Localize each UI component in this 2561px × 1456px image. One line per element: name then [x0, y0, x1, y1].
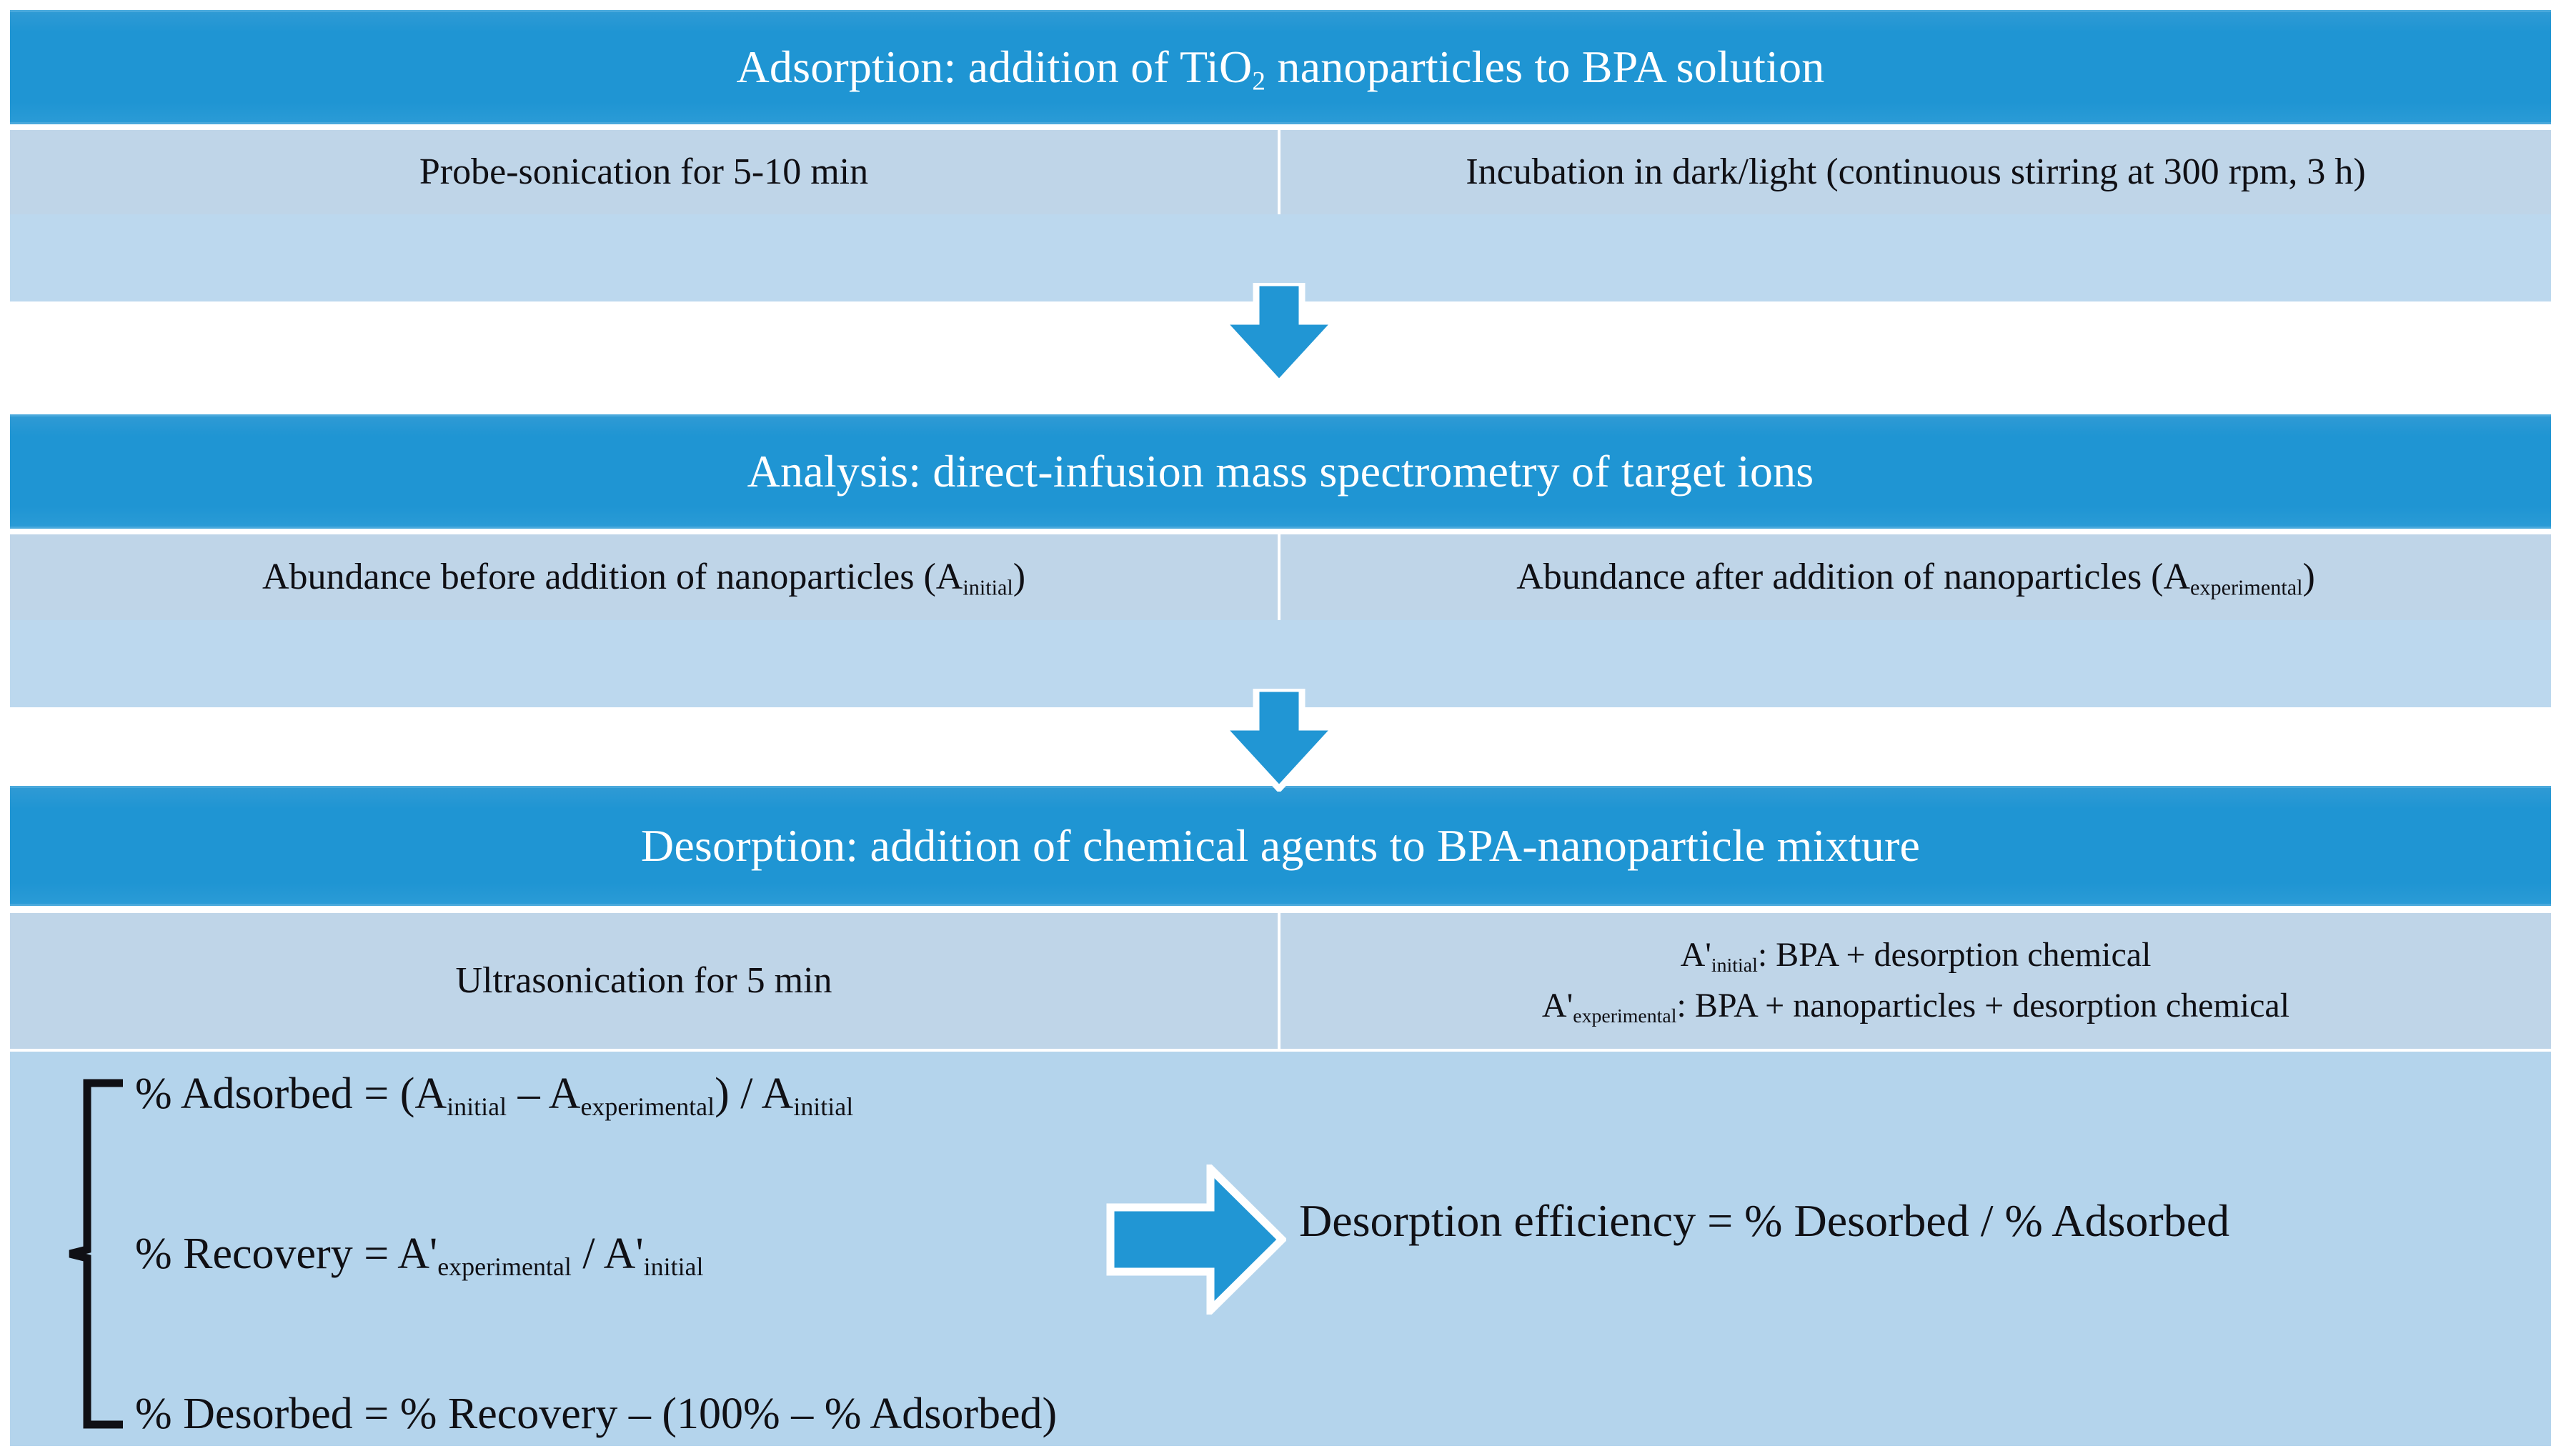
abundance-after-close: ): [2302, 557, 2315, 598]
section-header-analysis: Analysis: direct-infusion mass spectrome…: [10, 414, 2551, 529]
abundance-after-text: Abundance after addition of nanoparticle…: [1516, 557, 2191, 598]
cell-probe-sonication-label: Probe-sonication for 5-10 min: [419, 151, 869, 193]
arrow-down-icon-1: [1219, 283, 1339, 386]
cell-probe-sonication: Probe-sonication for 5-10 min: [10, 130, 1280, 214]
abundance-before-close: ): [1013, 557, 1026, 598]
desorption-def-line-2: A'experimental: BPA + nanoparticles + de…: [1542, 985, 2289, 1027]
cell-abundance-before-label: Abundance before addition of nanoparticl…: [262, 554, 1025, 599]
cell-ultrasonication: Ultrasonication for 5 min: [10, 913, 1280, 1049]
fa-seg-4: ) / A: [715, 1069, 794, 1118]
formula-percent-adsorbed: % Adsorbed = (Ainitial – Aexperimental) …: [135, 1069, 1057, 1120]
abundance-before-subscript: initial: [963, 575, 1013, 600]
cell-incubation-label: Incubation in dark/light (continuous sti…: [1466, 151, 2366, 193]
section-header-adsorption: Adsorption: addition of TiO2 nanoparticl…: [10, 10, 2551, 124]
formula-list: % Adsorbed = (Ainitial – Aexperimental) …: [135, 1072, 1057, 1436]
section-subrow-analysis: Abundance before addition of nanoparticl…: [10, 534, 2551, 620]
header-text-after: nanoparticles to BPA solution: [1265, 41, 1825, 92]
header-subscript: 2: [1252, 66, 1266, 96]
formula-percent-recovery: % Recovery = A'experimental / A'initial: [135, 1230, 1057, 1280]
section-header-desorption: Desorption: addition of chemical agents …: [10, 786, 2551, 906]
cell-abundance-after: Abundance after addition of nanoparticle…: [1280, 534, 2551, 620]
fa-seg-1-sub: initial: [447, 1092, 507, 1122]
conclusion-label: Desorption efficiency = % Desorbed / % A…: [1299, 1195, 2230, 1246]
abundance-after-subscript: experimental: [2190, 575, 2303, 600]
section-subrow-desorption: Ultrasonication for 5 min A'initial: BPA…: [10, 913, 2551, 1049]
a-prime-initial-desc: : BPA + desorption chemical: [1757, 936, 2152, 974]
left-curly-brace-icon: [66, 1079, 127, 1429]
section-header-desorption-text: Desorption: addition of chemical agents …: [640, 820, 1921, 871]
arrow-down-icon-2: [1219, 689, 1339, 792]
a-prime-initial-symbol: A': [1680, 936, 1711, 974]
fr-seg-1-sub: experimental: [437, 1252, 572, 1282]
fa-seg-5-sub: initial: [793, 1092, 854, 1122]
abundance-before-text: Abundance before addition of nanoparticl…: [262, 557, 963, 598]
formula-percent-desorbed: % Desorbed = % Recovery – (100% – % Adso…: [135, 1392, 1057, 1436]
a-prime-experimental-desc: : BPA + nanoparticles + desorption chemi…: [1676, 987, 2290, 1024]
a-prime-initial-subscript: initial: [1711, 954, 1758, 977]
fa-seg-0: % Adsorbed = (A: [135, 1069, 447, 1118]
header-text-before: Adsorption: addition of TiO: [736, 41, 1253, 92]
section-header-analysis-text: Analysis: direct-infusion mass spectrome…: [747, 446, 1814, 497]
section-subrow-adsorption: Probe-sonication for 5-10 min Incubation…: [10, 130, 2551, 214]
fa-seg-2: – A: [507, 1069, 581, 1118]
cell-desorption-definitions: A'initial: BPA + desorption chemical A'e…: [1280, 913, 2551, 1049]
fd-seg-0: % Desorbed = % Recovery – (100% – % Adso…: [135, 1390, 1058, 1438]
formula-panel: % Adsorbed = (Ainitial – Aexperimental) …: [10, 1052, 2551, 1446]
cell-abundance-after-label: Abundance after addition of nanoparticle…: [1516, 554, 2315, 599]
a-prime-experimental-subscript: experimental: [1573, 1004, 1677, 1027]
cell-ultrasonication-label: Ultrasonication for 5 min: [455, 960, 832, 1002]
fr-seg-2: / A': [571, 1230, 644, 1278]
a-prime-experimental-symbol: A': [1541, 987, 1573, 1024]
desorption-def-line-1: A'initial: BPA + desorption chemical: [1681, 934, 2152, 977]
cell-abundance-before: Abundance before addition of nanoparticl…: [10, 534, 1280, 620]
conclusion-text: Desorption efficiency = % Desorbed / % A…: [1299, 1195, 2229, 1247]
fr-seg-0: % Recovery = A': [135, 1230, 438, 1278]
fr-seg-3-sub: initial: [643, 1252, 704, 1282]
arrow-right-icon-1: [1106, 1165, 1286, 1315]
section-header-adsorption-text: Adsorption: addition of TiO2 nanoparticl…: [736, 41, 1824, 94]
cell-incubation: Incubation in dark/light (continuous sti…: [1280, 130, 2551, 214]
fa-seg-3-sub: experimental: [580, 1092, 715, 1122]
